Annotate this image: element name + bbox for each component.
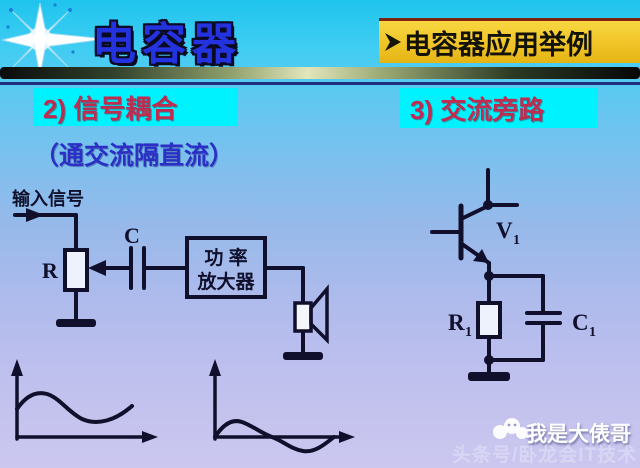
power-amplifier-box xyxy=(185,236,267,299)
capacitor-C-label: C xyxy=(124,223,140,248)
watermark-name: 我是大俵哥 xyxy=(526,423,631,446)
transistor-V1-subscript: 1 xyxy=(513,233,520,248)
emitter-arrowhead xyxy=(473,249,489,263)
page-title: 电容器 xyxy=(92,20,242,69)
resistor-R1 xyxy=(476,301,502,339)
node-dot xyxy=(484,271,494,281)
resistor-R-label: R xyxy=(42,258,59,283)
ac-bypass-circuit: V 1 R 1 C 1 xyxy=(430,168,596,381)
waveform-pure-ac xyxy=(209,359,355,454)
separator-line xyxy=(0,82,640,85)
speaker-driver xyxy=(293,301,313,333)
input-signal-label: 输入信号 xyxy=(12,188,84,209)
waveform-with-dc-offset xyxy=(11,359,158,443)
ground-symbol xyxy=(283,352,323,360)
node-dot xyxy=(483,200,493,210)
transistor-V1-label: V xyxy=(496,218,513,243)
speaker-horn xyxy=(309,284,329,345)
ground-symbol xyxy=(56,319,96,327)
resistor-R1-label: R xyxy=(448,310,465,335)
topic-badge-label: 电容器应用举例 xyxy=(404,29,593,60)
x-axis-arrowhead xyxy=(339,431,355,443)
resistor-R xyxy=(63,248,89,292)
y-axis-arrowhead xyxy=(11,359,23,376)
input-arrowhead xyxy=(26,208,44,222)
topic-badge: 电容器应用举例 xyxy=(379,18,640,63)
signal-coupling-circuit: 输入信号 R C 功 率 放大器 xyxy=(12,188,329,360)
resistor-R1-subscript: 1 xyxy=(465,325,472,340)
section-heading-ac-bypass: 3) 交流旁路 xyxy=(400,88,598,128)
watermark-channel: 头条号/卧龙会IT技术 xyxy=(452,445,638,466)
amplifier-label-line2: 放大器 xyxy=(196,270,255,293)
watermark-mascot-icon xyxy=(493,418,528,439)
amplifier-label-line1: 功 率 xyxy=(204,246,247,269)
coupling-note: （通交流隔直流） xyxy=(34,142,235,170)
ground-symbol xyxy=(468,372,510,381)
separator-bar xyxy=(0,67,640,79)
capacitor-C1-label: C xyxy=(572,310,589,335)
capacitor-C1-subscript: 1 xyxy=(589,325,596,340)
node-dot xyxy=(484,355,494,365)
y-axis-arrowhead xyxy=(209,359,221,376)
x-axis-arrowhead xyxy=(142,431,158,443)
section-heading-signal-coupling: 2) 信号耦合 xyxy=(33,88,238,126)
arrowhead-right-icon xyxy=(385,33,401,51)
wiper-arrowhead xyxy=(88,260,106,276)
